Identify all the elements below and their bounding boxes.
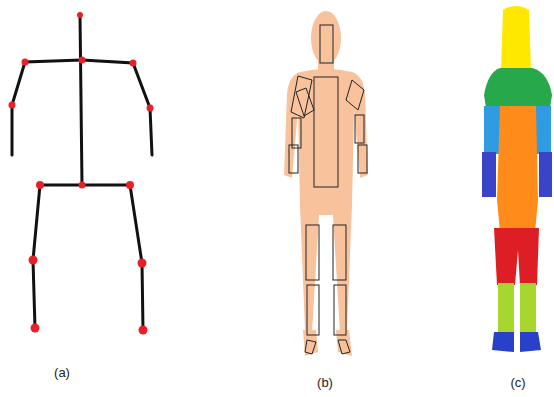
part-rectangles bbox=[289, 25, 367, 354]
panel-label: (a) bbox=[54, 365, 70, 380]
panel-label: (b) bbox=[317, 375, 333, 390]
joint-dots bbox=[9, 12, 154, 335]
stick-figure bbox=[12, 15, 152, 330]
silhouette bbox=[284, 11, 368, 356]
panel-label: (c) bbox=[510, 375, 525, 390]
segmented-body bbox=[482, 6, 552, 352]
